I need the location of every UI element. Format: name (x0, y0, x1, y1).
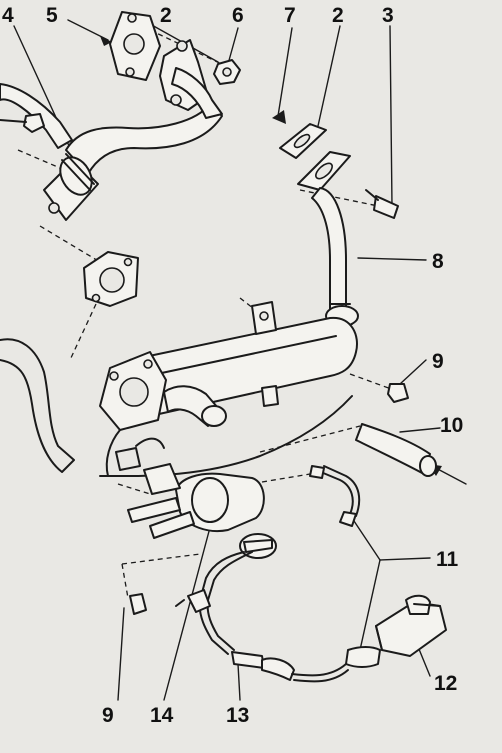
callout-5: 5 (46, 4, 58, 27)
callout-9-bottom: 9 (102, 704, 114, 727)
hose-10 (355, 423, 437, 477)
egr-valve-14 (115, 437, 265, 539)
flange-pipe-top (159, 39, 223, 119)
callout-11: 11 (436, 548, 459, 571)
callout-12: 12 (434, 672, 457, 695)
callout-9-right: 9 (432, 350, 444, 373)
callout-2-right: 2 (332, 4, 344, 27)
nut-6 (213, 59, 241, 85)
gasket-2-right (297, 151, 351, 191)
bolt-9-bottom (129, 593, 147, 615)
egr-cooler (99, 301, 358, 478)
gasket-5 (109, 11, 161, 81)
gasket-square-mid (83, 251, 139, 307)
callout-3: 3 (382, 4, 394, 27)
bolt-3 (365, 189, 399, 219)
vacuum-unit-13 (175, 533, 349, 683)
gasket-7 (279, 123, 327, 159)
callout-4: 4 (2, 4, 14, 27)
callout-6: 6 (232, 4, 244, 27)
callout-14: 14 (150, 704, 174, 727)
callout-2-left: 2 (160, 4, 172, 27)
callout-7: 7 (284, 4, 296, 27)
bolt-top-left (0, 113, 45, 133)
bolt-9-right (387, 383, 409, 403)
callout-8: 8 (432, 250, 444, 273)
pipe-8 (311, 187, 359, 327)
callout-13: 13 (226, 704, 249, 727)
pressure-converter-12 (375, 594, 447, 657)
vacuum-line-11 (309, 465, 381, 668)
callout-labels: 4 5 2 6 7 2 3 8 9 10 11 12 9 14 13 (2, 4, 463, 727)
callout-10: 10 (440, 414, 463, 437)
